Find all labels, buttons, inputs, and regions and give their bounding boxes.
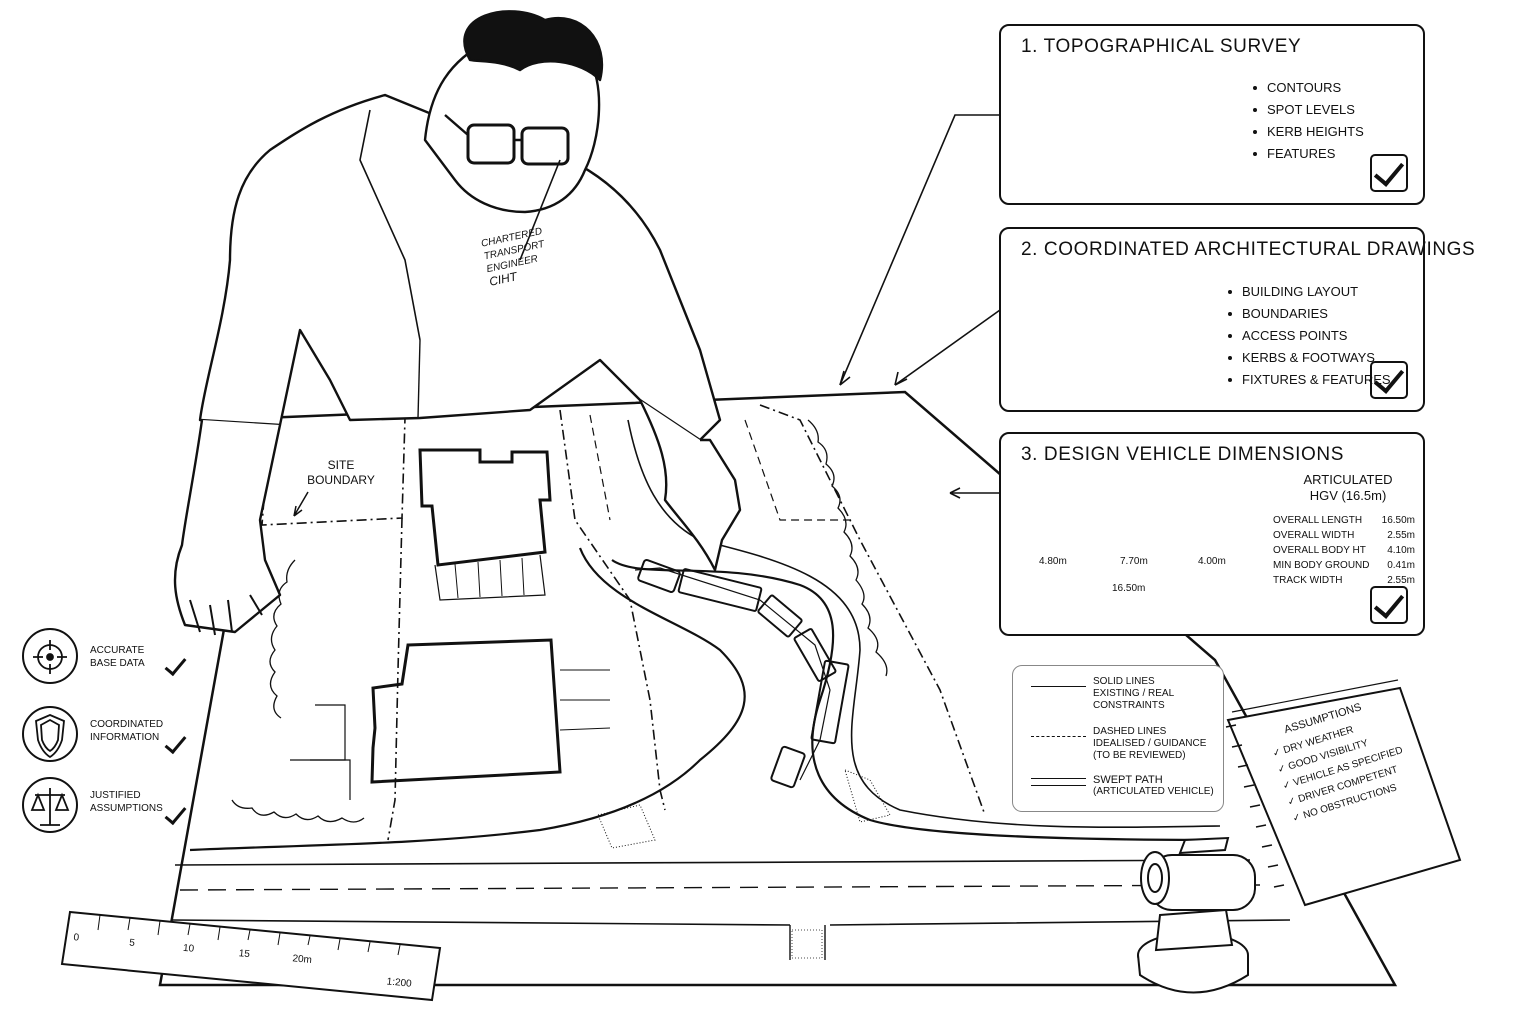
spec-value: 2.55m [1387, 575, 1415, 586]
checkbox-checked-icon [1370, 154, 1408, 192]
scale-ruler [60, 910, 442, 1002]
dashed-line-sample [1031, 736, 1086, 737]
list-item: SPOT LEVELS [1251, 99, 1364, 121]
shield-icon [22, 706, 78, 762]
site-plan-sheet [158, 390, 1398, 987]
ruler-tick-label: 15 [238, 948, 251, 961]
legend-text: SWEPT PATH [1093, 774, 1163, 786]
legend-solid: SOLID LINES EXISTING / REAL CONSTRAINTS [1093, 676, 1174, 712]
swept-path-sample [1031, 778, 1086, 779]
spec-label: OVERALL LENGTH [1273, 515, 1363, 526]
spec-label: OVERALL WIDTH [1273, 530, 1355, 541]
side-item-label: COORDINATED INFORMATION [90, 718, 163, 744]
list-item: BUILDING LAYOUT [1226, 281, 1391, 303]
site-boundary-label: SITE BOUNDARY [296, 458, 386, 488]
side-text: BASE DATA [90, 658, 145, 669]
spec-value: 0.41m [1387, 560, 1415, 571]
spec-value: 4.10m [1387, 545, 1415, 556]
spec-row: MIN BODY GROUND 0.41m [1273, 558, 1415, 573]
drawings-panel: 2. COORDINATED ARCHITECTURAL DRAWINGS BU… [999, 227, 1475, 412]
side-text: COORDINATED [90, 719, 164, 730]
legend-text: CONSTRAINTS [1093, 700, 1165, 711]
checkbox-checked-icon [1370, 586, 1408, 624]
legend-text: DASHED LINES [1093, 726, 1167, 737]
legend-text: SOLID LINES [1093, 676, 1155, 687]
site-boundary-line: BOUNDARY [307, 473, 375, 487]
ruler-scale: 1:200 [386, 976, 413, 990]
ruler-tick-label: 5 [128, 937, 136, 950]
spec-row: OVERALL WIDTH 2.55m [1273, 528, 1415, 543]
drawings-list: BUILDING LAYOUT BOUNDARIES ACCESS POINTS… [1226, 281, 1391, 391]
check-icon [164, 734, 186, 754]
vehicle-panel-title: 3. DESIGN VEHICLE DIMENSIONS [1021, 444, 1344, 465]
scales-icon [22, 777, 78, 833]
list-item: FEATURES [1251, 143, 1364, 165]
dimension-overall: 16.50m [1110, 583, 1148, 594]
dimension-cab: 4.80m [1037, 556, 1069, 567]
side-item-label: JUSTIFIED ASSUMPTIONS [90, 789, 163, 815]
legend-dashed: DASHED LINES IDEALISED / GUIDANCE (TO BE… [1093, 726, 1206, 762]
legend-text: (ARTICULATED VEHICLE) [1093, 786, 1214, 797]
site-boundary-arrow [293, 491, 309, 517]
list-item: ACCESS POINTS [1226, 325, 1391, 347]
ruler-tick-label: 0 [72, 932, 80, 944]
spec-label: MIN BODY GROUND [1273, 560, 1370, 571]
checkbox-checked-icon [1370, 361, 1408, 399]
site-boundary-line: SITE [327, 458, 355, 472]
side-text: JUSTIFIED [90, 790, 141, 801]
spec-row: TRACK WIDTH 2.55m [1273, 573, 1415, 588]
legend-text: (TO BE REVIEWED) [1093, 750, 1186, 761]
spec-label: OVERALL BODY HT [1273, 545, 1366, 556]
side-text: ASSUMPTIONS [90, 803, 163, 814]
vehicle-type: ARTICULATED [1303, 472, 1393, 487]
drawings-panel-title: 2. COORDINATED ARCHITECTURAL DRAWINGS [1021, 239, 1476, 260]
survey-panel: 1. TOPOGRAPHICAL SURVEY CONTOURS SPOT LE… [999, 24, 1425, 205]
side-item-label: ACCURATE BASE DATA [90, 644, 145, 670]
vehicle-name: ARTICULATED HGV (16.5m) [1273, 472, 1423, 504]
ruler-tick-label: 20m [291, 953, 313, 967]
engineer-figure [173, 10, 742, 636]
crosshair-icon [22, 628, 78, 684]
survey-panel-title: 1. TOPOGRAPHICAL SURVEY [1021, 36, 1302, 57]
notebook-illustration [1225, 679, 1462, 907]
ruler-tick-label: 10 [182, 942, 195, 955]
side-text: INFORMATION [90, 732, 160, 743]
list-item: BOUNDARIES [1226, 303, 1391, 325]
spec-value: 2.55m [1387, 530, 1415, 541]
spec-row: OVERALL LENGTH 16.50m [1273, 513, 1415, 528]
legend-text: IDEALISED / GUIDANCE [1093, 738, 1207, 749]
survey-list: CONTOURS SPOT LEVELS KERB HEIGHTS FEATUR… [1251, 77, 1364, 165]
list-item: KERB HEIGHTS [1251, 121, 1364, 143]
check-icon [164, 805, 186, 825]
legend-text: EXISTING / REAL [1093, 688, 1175, 699]
list-item: KERBS & FOOTWAYS [1226, 347, 1391, 369]
leader-lines [839, 114, 1001, 499]
dimension-trailer: 7.70m [1118, 556, 1150, 567]
spec-label: TRACK WIDTH [1273, 575, 1343, 586]
spec-row: OVERALL BODY HT 4.10m [1273, 543, 1415, 558]
check-icon [164, 656, 186, 676]
list-item: CONTOURS [1251, 77, 1364, 99]
line-legend: SOLID LINES EXISTING / REAL CONSTRAINTS … [1012, 665, 1224, 812]
dimension-rear: 4.00m [1196, 556, 1228, 567]
legend-swept: SWEPT PATH (ARTICULATED VEHICLE) [1093, 774, 1214, 798]
vehicle-size: HGV (16.5m) [1309, 488, 1387, 503]
vehicle-panel: 3. DESIGN VEHICLE DIMENSIONS ARTICULATED… [999, 432, 1425, 636]
list-item: FIXTURES & FEATURES [1226, 369, 1391, 391]
dumpy-level-illustration [1137, 836, 1256, 994]
side-text: ACCURATE [90, 645, 145, 656]
solid-line-sample [1031, 686, 1086, 687]
swept-path-sample [1031, 785, 1086, 786]
spec-value: 16.50m [1381, 515, 1415, 526]
